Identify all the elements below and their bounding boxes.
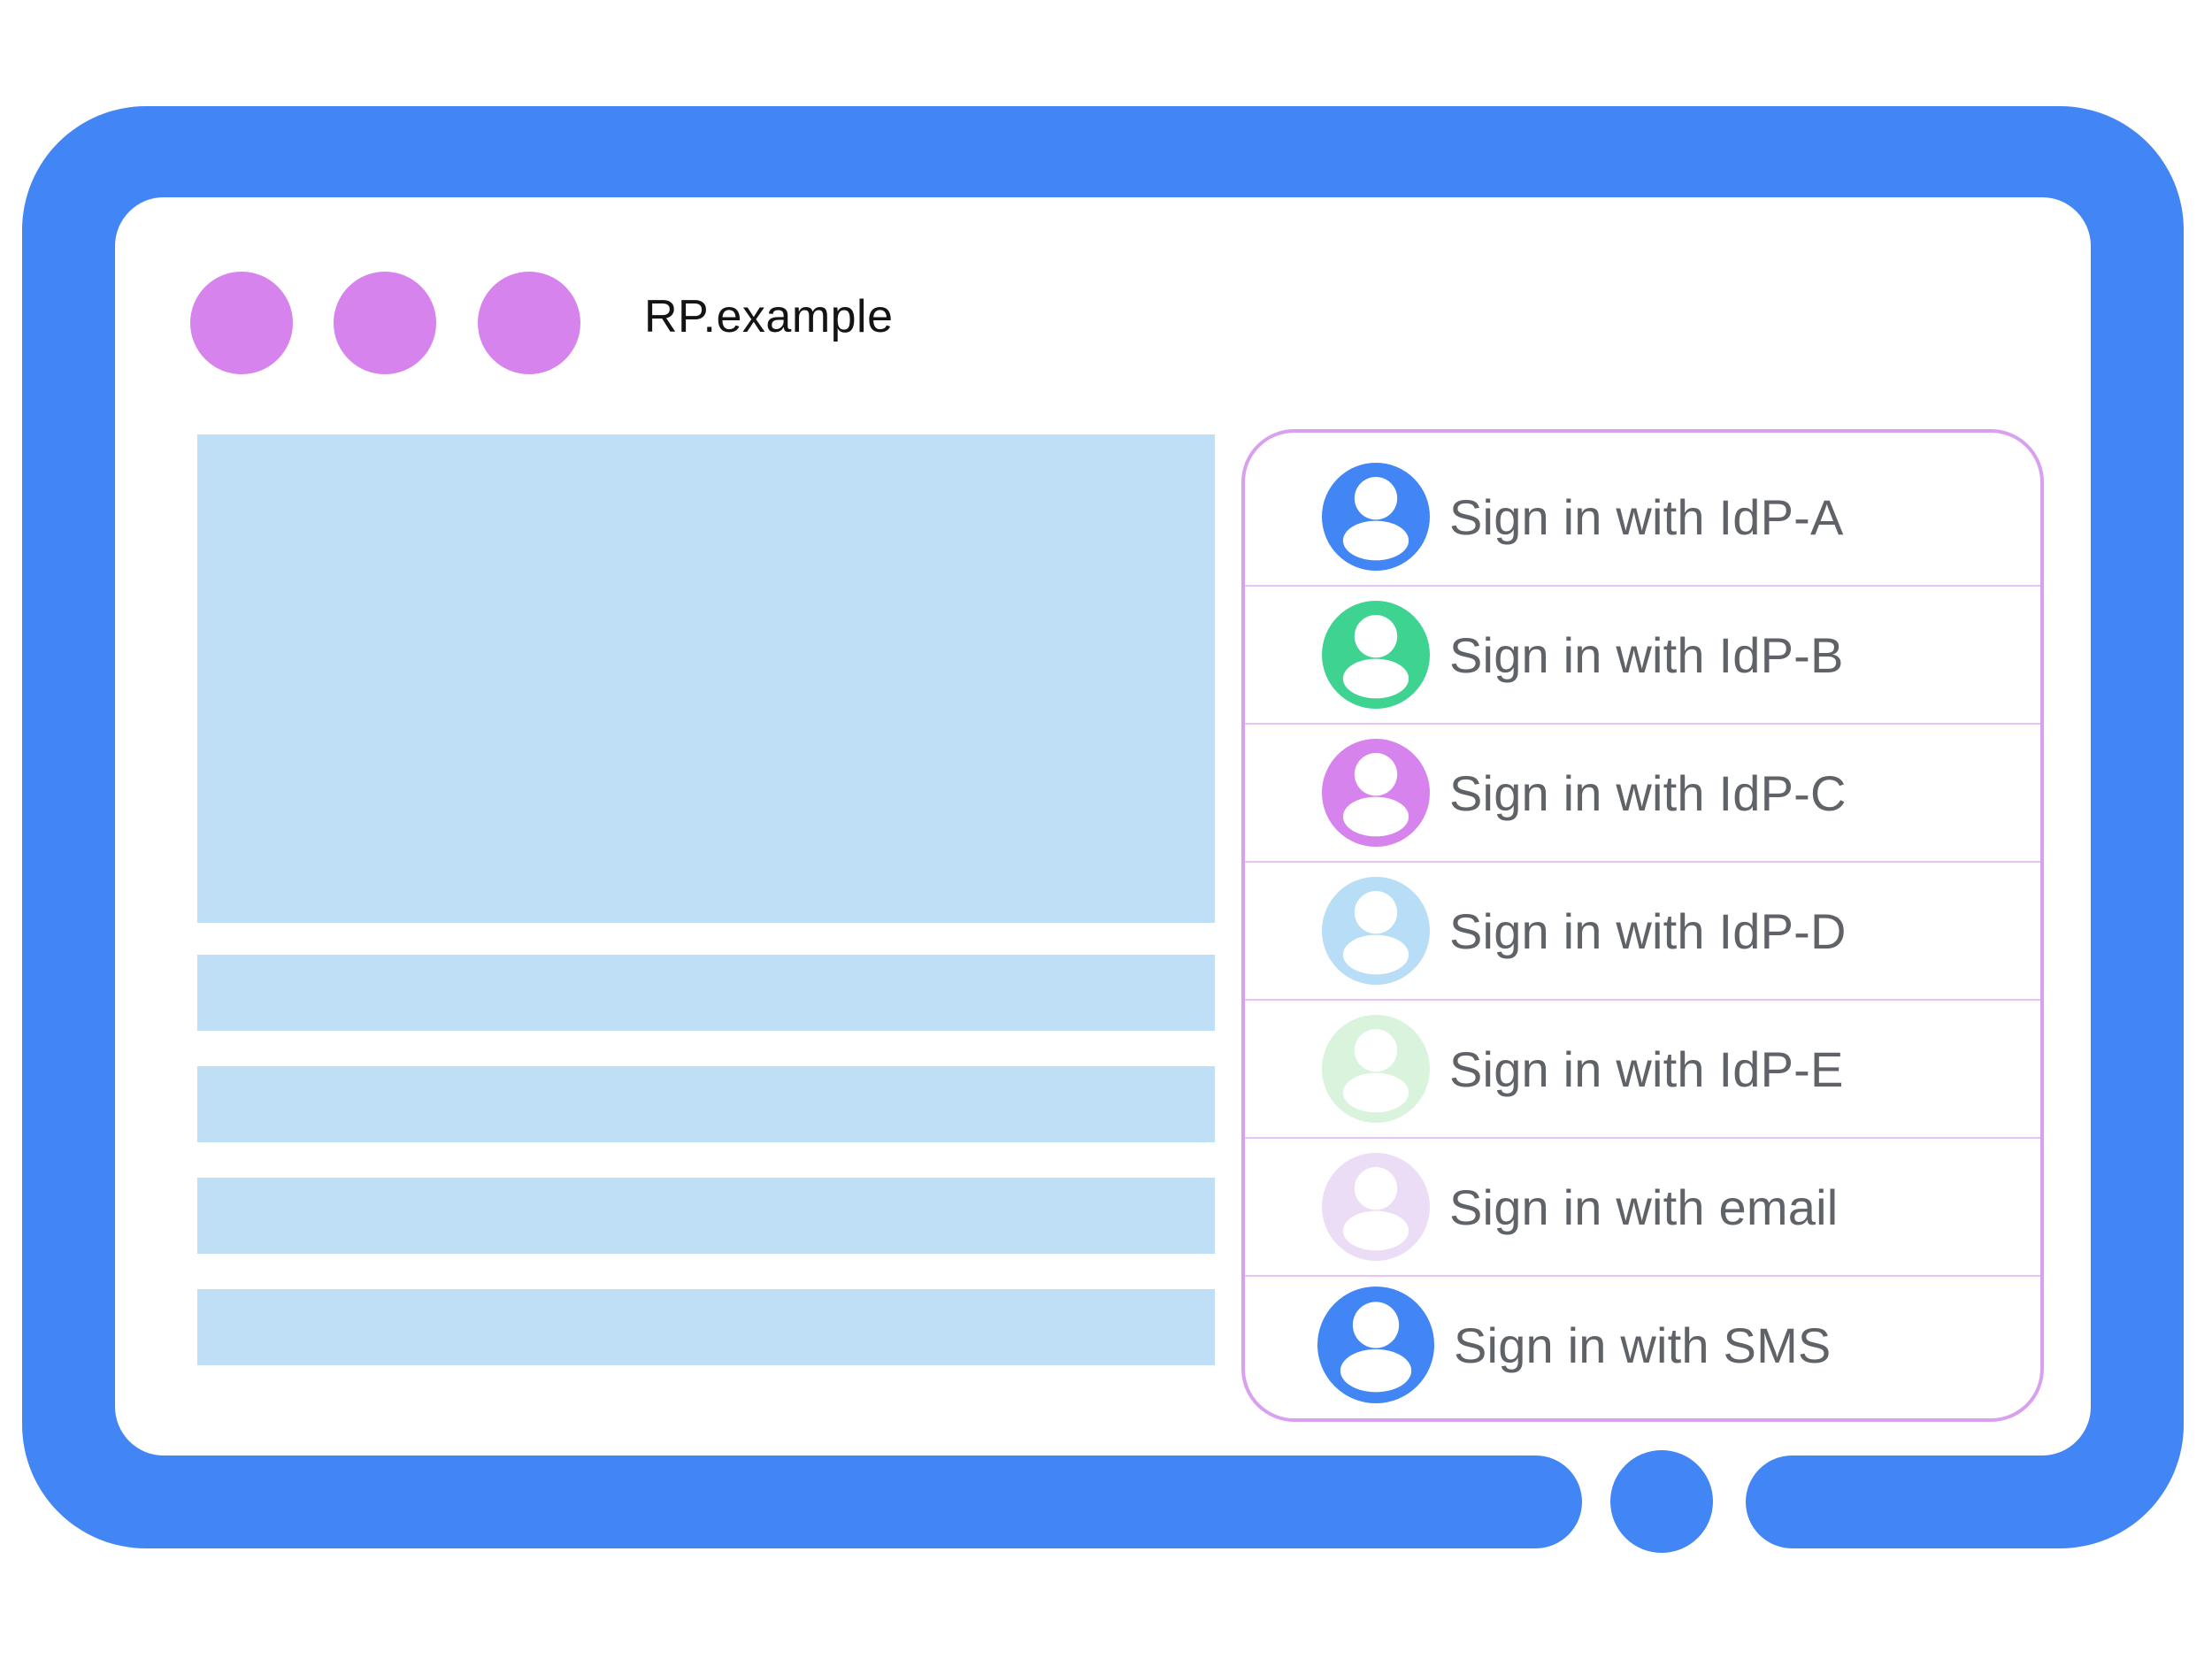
signin-option-label: Sign in with email	[1449, 1179, 1839, 1235]
content-line-placeholder	[197, 955, 1215, 1031]
window-dot-icon[interactable]	[478, 272, 580, 374]
page-title: RP.example	[644, 291, 894, 342]
bezel-cap-left	[1489, 1455, 1582, 1548]
content-line-placeholder	[197, 1178, 1215, 1254]
window-dot-icon[interactable]	[190, 272, 293, 374]
signin-option-label: Sign in with IdP-E	[1449, 1041, 1844, 1097]
signin-option-row[interactable]: Sign in with email	[1245, 1137, 2040, 1275]
signin-option-row[interactable]: Sign in with SMS	[1245, 1275, 2040, 1413]
signin-option-row[interactable]: Sign in with IdP-D	[1245, 861, 2040, 999]
signin-option-label: Sign in with SMS	[1454, 1317, 1832, 1373]
user-avatar-icon	[1322, 877, 1430, 985]
signin-panel: Sign in with IdP-A Sign in with IdP-B Sign…	[1241, 429, 2044, 1422]
signin-option-row[interactable]: Sign in with IdP-A	[1245, 449, 2040, 585]
content-line-placeholder	[197, 1289, 1215, 1365]
signin-option-label: Sign in with IdP-B	[1449, 626, 1844, 683]
content-line-placeholder	[197, 1066, 1215, 1142]
bezel-cap-right	[1746, 1455, 1839, 1548]
signin-option-label: Sign in with IdP-C	[1449, 764, 1847, 821]
signin-option-label: Sign in with IdP-A	[1449, 488, 1844, 545]
home-button[interactable]	[1610, 1450, 1713, 1553]
signin-option-row[interactable]: Sign in with IdP-E	[1245, 999, 2040, 1137]
user-avatar-icon	[1322, 601, 1430, 709]
content-hero-placeholder	[197, 434, 1215, 923]
signin-option-row[interactable]: Sign in with IdP-C	[1245, 723, 2040, 861]
window-dot-icon[interactable]	[334, 272, 436, 374]
signin-option-row[interactable]: Sign in with IdP-B	[1245, 585, 2040, 723]
user-avatar-icon	[1322, 463, 1430, 571]
user-avatar-icon	[1317, 1286, 1434, 1403]
user-avatar-icon	[1322, 739, 1430, 847]
user-avatar-icon	[1322, 1153, 1430, 1261]
user-avatar-icon	[1322, 1015, 1430, 1123]
signin-option-label: Sign in with IdP-D	[1449, 902, 1847, 959]
